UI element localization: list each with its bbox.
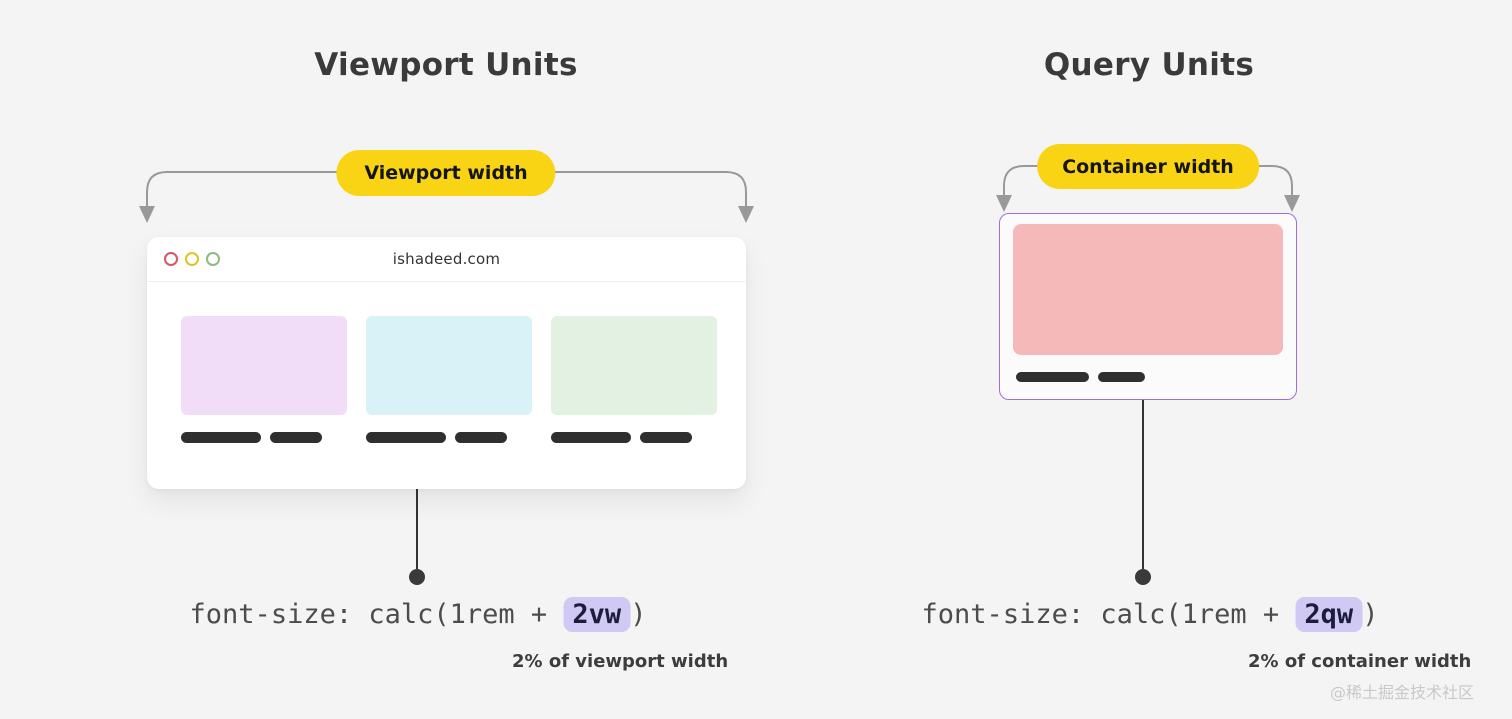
viewport-width-badge: Viewport width — [336, 150, 556, 196]
skeleton-bar-long — [551, 432, 631, 443]
vw-unit-highlight: 2vw — [563, 597, 631, 632]
container-width-badge: Container width — [1037, 144, 1259, 189]
container-hero-block — [1013, 224, 1283, 355]
skeleton-bar-long — [366, 432, 446, 443]
skeleton-bar-short — [640, 432, 692, 443]
arrow-down-icon — [1284, 195, 1300, 212]
content-card-cyan — [366, 316, 532, 415]
skeleton-bar-short — [455, 432, 507, 443]
viewport-units-title: Viewport Units — [314, 47, 578, 83]
code-suffix: ) — [1362, 599, 1379, 630]
code-suffix: ) — [630, 599, 647, 630]
qw-unit-highlight: 2qw — [1295, 597, 1363, 632]
traffic-lights — [164, 252, 220, 266]
address-bar-url: ishadeed.com — [392, 250, 501, 268]
content-card-lavender — [181, 316, 347, 415]
code-prefix: font-size: calc(1rem + — [189, 599, 564, 630]
query-container-mockup — [999, 213, 1297, 400]
content-cards-row — [181, 316, 717, 415]
maximize-circle-icon — [206, 252, 220, 266]
juejin-watermark: @稀土掘金技术社区 — [1330, 683, 1475, 702]
connector-dot — [1135, 569, 1151, 585]
viewport-width-caption: 2% of viewport width — [512, 651, 729, 672]
container-width-caption: 2% of container width — [1248, 651, 1472, 672]
close-circle-icon — [164, 252, 178, 266]
browser-content — [147, 282, 746, 443]
arrow-down-icon — [996, 195, 1012, 212]
arrow-down-icon — [139, 206, 155, 223]
skeleton-bar-group — [366, 432, 532, 443]
skeleton-bar-short — [270, 432, 322, 443]
skeleton-bar-group — [181, 432, 347, 443]
browser-mockup: ishadeed.com — [147, 237, 746, 489]
code-prefix: font-size: calc(1rem + — [921, 599, 1296, 630]
arrow-down-icon — [738, 206, 754, 223]
query-units-title: Query Units — [1043, 47, 1255, 83]
minimize-circle-icon — [185, 252, 199, 266]
skeleton-bar-group — [551, 432, 717, 443]
connector-dot — [409, 569, 425, 585]
skeleton-bars-row — [1016, 372, 1145, 382]
skeleton-bars-row — [181, 432, 717, 443]
viewport-code-snippet: font-size: calc(1rem + 2vw) — [189, 597, 647, 632]
skeleton-bar-short — [1098, 372, 1145, 382]
skeleton-bar-long — [1016, 372, 1089, 382]
skeleton-bar-long — [181, 432, 261, 443]
browser-header: ishadeed.com — [147, 237, 746, 282]
query-code-snippet: font-size: calc(1rem + 2qw) — [921, 597, 1379, 632]
content-card-green — [551, 316, 717, 415]
